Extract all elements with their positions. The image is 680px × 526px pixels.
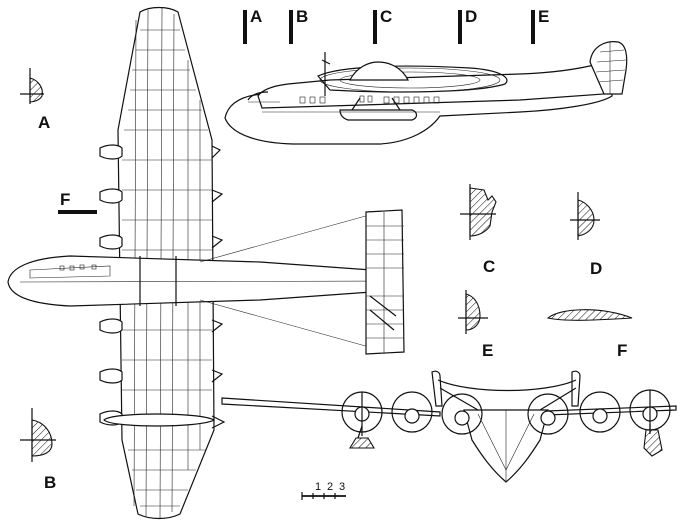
side-windows (299, 95, 440, 104)
section-profile-b: B (20, 408, 56, 492)
marker-label-d: D (465, 7, 477, 26)
plan-windows (59, 264, 97, 271)
scale-tick-2: 2 (327, 481, 333, 493)
section-profile-e: E (458, 290, 493, 360)
front-view (221, 370, 677, 483)
marker-label-e: E (538, 7, 549, 26)
section-label-c: C (483, 257, 495, 276)
scale-tick-1: 1 (315, 481, 321, 493)
section-label-a: A (38, 113, 50, 132)
section-profile-c: C (460, 184, 497, 276)
scale-bar: 1 2 3 (301, 481, 346, 500)
marker-label-a: A (250, 7, 262, 26)
section-label-e: E (482, 341, 493, 360)
section-profile-d: D (570, 192, 602, 278)
section-label-b: B (44, 473, 56, 492)
scale-tick-3: 3 (339, 481, 345, 493)
marker-label-c: C (380, 7, 392, 26)
tail-ribs (366, 212, 404, 354)
front-engines (341, 389, 671, 436)
section-profile-f: F (546, 309, 633, 360)
side-view (224, 41, 628, 145)
section-label-f: F (617, 341, 627, 360)
section-profile-a: A (20, 68, 50, 132)
section-markers: A B C D E F (58, 7, 549, 214)
marker-label-f: F (60, 190, 70, 209)
wing-ribs (122, 29, 212, 507)
plan-view (7, 6, 405, 520)
section-label-d: D (590, 259, 602, 278)
marker-label-b: B (296, 7, 308, 26)
